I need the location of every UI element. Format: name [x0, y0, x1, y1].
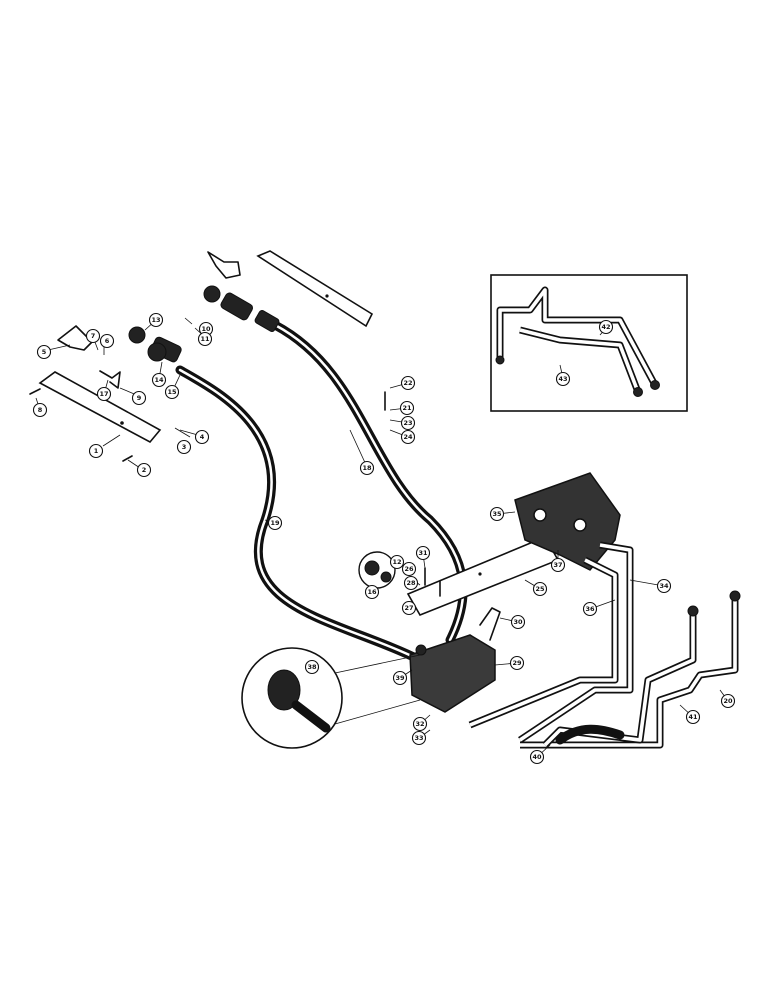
svg-text:39: 39 — [395, 674, 405, 682]
callout-1: 1 — [88, 443, 104, 459]
callout-9: 9 — [131, 390, 147, 406]
callout-23: 23 — [400, 415, 416, 431]
callout-22: 22 — [400, 375, 416, 391]
callout-35: 35 — [489, 506, 505, 522]
svg-text:38: 38 — [307, 663, 317, 671]
callout-5: 5 — [36, 344, 52, 360]
svg-text:42: 42 — [601, 323, 610, 331]
callout-40: 40 — [529, 749, 545, 765]
left-bracket — [38, 325, 162, 444]
svg-text:11: 11 — [200, 335, 210, 343]
svg-text:25: 25 — [535, 585, 545, 593]
callout-30: 30 — [510, 614, 526, 630]
svg-text:9: 9 — [137, 394, 142, 402]
svg-text:37: 37 — [553, 561, 562, 569]
svg-text:16: 16 — [367, 588, 377, 596]
svg-text:1: 1 — [94, 447, 99, 455]
svg-text:21: 21 — [402, 404, 412, 412]
callout-14: 14 — [151, 372, 167, 388]
svg-text:20: 20 — [723, 697, 733, 705]
svg-text:14: 14 — [154, 376, 164, 384]
callout-6: 6 — [99, 333, 115, 349]
callout-2: 2 — [136, 462, 152, 478]
callout-13: 13 — [148, 312, 164, 328]
valve-block — [409, 607, 501, 713]
callout-17: 17 — [96, 386, 112, 402]
svg-text:5: 5 — [42, 348, 47, 356]
svg-text:41: 41 — [688, 713, 698, 721]
svg-text:12: 12 — [392, 558, 401, 566]
callout-3: 3 — [176, 439, 192, 455]
svg-text:29: 29 — [512, 659, 522, 667]
svg-text:15: 15 — [167, 388, 177, 396]
callout-20: 20 — [720, 693, 736, 709]
svg-text:8: 8 — [38, 406, 43, 414]
svg-text:4: 4 — [200, 433, 205, 441]
svg-text:24: 24 — [403, 433, 413, 441]
callout-42: 42 — [598, 319, 614, 335]
callout-16: 16 — [364, 584, 380, 600]
svg-text:13: 13 — [151, 316, 160, 324]
inset-box — [490, 274, 688, 412]
svg-text:19: 19 — [270, 519, 280, 527]
callout-28: 28 — [403, 575, 419, 591]
callout-21: 21 — [399, 400, 415, 416]
callout-41: 41 — [685, 709, 701, 725]
callout-31: 31 — [415, 545, 431, 561]
svg-text:30: 30 — [513, 618, 523, 626]
callout-19: 19 — [267, 515, 283, 531]
hydraulic-tubes — [468, 541, 741, 749]
callout-27: 27 — [401, 600, 417, 616]
mounting-plate — [406, 535, 560, 617]
svg-text:7: 7 — [91, 332, 96, 340]
svg-text:34: 34 — [659, 582, 669, 590]
callout-7: 7 — [85, 328, 101, 344]
svg-text:26: 26 — [404, 565, 414, 573]
callout-12: 12 — [389, 554, 405, 570]
callout-18: 18 — [359, 460, 375, 476]
callout-8: 8 — [32, 402, 48, 418]
svg-text:32: 32 — [415, 720, 424, 728]
callout-32: 32 — [412, 716, 428, 732]
svg-text:27: 27 — [404, 604, 413, 612]
svg-text:6: 6 — [105, 337, 110, 345]
svg-text:2: 2 — [142, 466, 147, 474]
callout-34: 34 — [656, 578, 672, 594]
callout-39: 39 — [392, 670, 408, 686]
svg-text:28: 28 — [406, 579, 416, 587]
control-valve-assembly — [514, 472, 621, 571]
upper-bracket — [207, 250, 374, 328]
callouts: 1 2 3 4 5 6 7 8 9 10 11 12 13 14 15 16 1… — [32, 312, 736, 765]
svg-text:10: 10 — [201, 325, 211, 333]
svg-text:31: 31 — [418, 549, 428, 557]
callout-36: 36 — [582, 601, 598, 617]
svg-text:18: 18 — [362, 464, 372, 472]
fitting-detail-circle — [241, 647, 421, 749]
callout-43: 43 — [555, 371, 571, 387]
callout-26: 26 — [401, 561, 417, 577]
callout-37: 37 — [550, 557, 566, 573]
callout-4: 4 — [194, 429, 210, 445]
callout-15: 15 — [164, 384, 180, 400]
svg-text:22: 22 — [403, 379, 412, 387]
callout-10: 10 — [198, 321, 214, 337]
callout-38: 38 — [304, 659, 320, 675]
svg-text:40: 40 — [532, 753, 542, 761]
svg-text:43: 43 — [558, 375, 567, 383]
svg-text:23: 23 — [403, 419, 412, 427]
bolts — [29, 388, 441, 597]
callout-24: 24 — [400, 429, 416, 445]
callout-25: 25 — [532, 581, 548, 597]
callout-11: 11 — [197, 331, 213, 347]
svg-text:17: 17 — [99, 390, 108, 398]
svg-text:33: 33 — [414, 734, 423, 742]
svg-text:3: 3 — [182, 443, 187, 451]
callout-33: 33 — [411, 730, 427, 746]
svg-text:35: 35 — [492, 510, 502, 518]
fitting-cluster — [358, 551, 396, 589]
callout-29: 29 — [509, 655, 525, 671]
svg-text:36: 36 — [585, 605, 595, 613]
